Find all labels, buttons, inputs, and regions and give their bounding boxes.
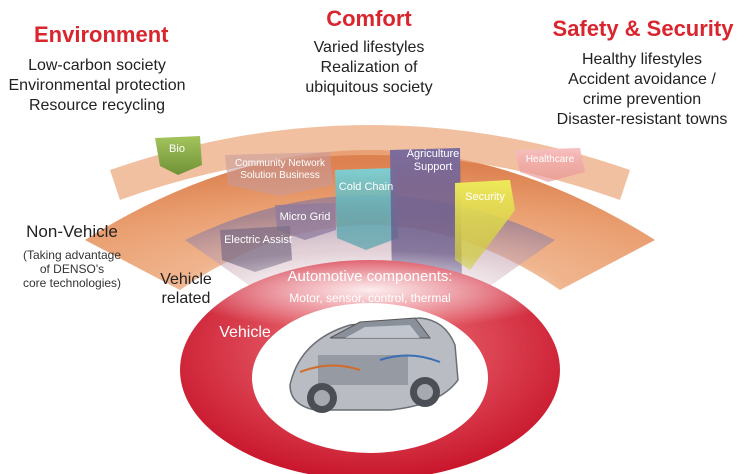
environment-title: Environment	[34, 22, 169, 47]
community-block	[225, 152, 333, 196]
environment-line: Low-carbon society	[28, 57, 166, 74]
vehicle-related-line: related	[161, 290, 211, 307]
vehicle-related-label: Vehicle related	[150, 270, 222, 308]
bio-label: Bio	[169, 143, 185, 155]
vehicle-label: Vehicle	[219, 324, 271, 341]
healthcare-label: Healthcare	[526, 154, 575, 165]
safety-line: Healthy lifestyles	[581, 51, 703, 68]
community-label-2: Solution Business	[240, 170, 320, 181]
cold-chain-block	[335, 168, 398, 250]
comfort-title: Comfort	[326, 6, 412, 31]
non-vehicle-note-line: of DENSO's	[39, 262, 105, 276]
bio-block	[155, 136, 202, 175]
security-block	[455, 180, 515, 270]
agriculture-label-2: Support	[414, 161, 453, 173]
comfort-line: ubiquitous society	[305, 79, 433, 96]
environment-lines: Low-carbon society Environmental protect…	[0, 56, 194, 116]
cold-chain-label: Cold Chain	[339, 181, 393, 193]
environment-line: Environmental protection	[8, 77, 186, 94]
safety-lines: Healthy lifestyles Accident avoidance / …	[542, 50, 742, 130]
electric-assist-label: Electric Assist	[224, 234, 292, 246]
automotive-detail-1: Motor, sensor, control, thermal	[289, 291, 450, 305]
car-illustration	[289, 317, 459, 413]
comfort-line: Varied lifestyles	[313, 39, 425, 56]
micro-grid-label: Micro Grid	[280, 211, 331, 223]
safety-title: Safety & Security	[552, 16, 734, 41]
comfort-lines: Varied lifestyles Realization of ubiquit…	[294, 38, 444, 98]
safety-line: Accident avoidance /	[568, 71, 716, 88]
non-vehicle-note-line: core technologies)	[22, 276, 122, 290]
safety-line: crime prevention	[582, 91, 702, 108]
healthcare-block	[515, 148, 585, 182]
community-label-1: Community Network	[235, 158, 326, 169]
security-label: Security	[465, 191, 505, 203]
non-vehicle-label: Non-Vehicle	[26, 222, 118, 241]
non-vehicle-note: (Taking advantage of DENSO's core techno…	[10, 248, 134, 290]
non-vehicle-note-line: (Taking advantage	[22, 248, 122, 262]
outer-fan-back	[110, 125, 630, 200]
safety-line: Disaster-resistant towns	[556, 111, 728, 128]
vehicle-related-line: Vehicle	[160, 271, 212, 288]
automotive-detail-2: management, etc.	[322, 305, 418, 319]
comfort-line: Realization of	[320, 59, 418, 76]
automotive-title: Automotive components:	[287, 268, 452, 285]
top-fade	[170, 250, 570, 330]
environment-line: Resource recycling	[28, 97, 166, 114]
agriculture-label-1: Agriculture	[407, 148, 460, 160]
